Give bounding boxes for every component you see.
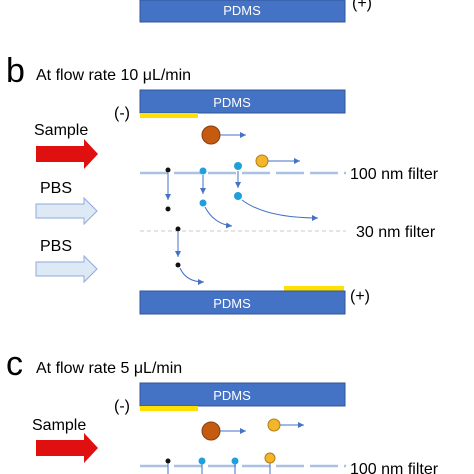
top-pdms-label: PDMS [223, 3, 261, 18]
panel-b-positive-label: (+) [350, 288, 370, 305]
panel-c: c At flow rate 5 μL/min PDMS (-) Sample … [6, 345, 439, 474]
panel-b-tiny-particle-2 [165, 206, 171, 212]
panel-b-medium-particle [255, 154, 269, 168]
panel-c-letter: c [6, 345, 23, 383]
panel-b-pbs-arrow-1 [35, 196, 98, 226]
panel-c-title: At flow rate 5 μL/min [36, 360, 182, 377]
panel-b-positive-electrode [284, 286, 344, 291]
panel-b-30nm-filter-label: 30 nm filter [356, 224, 436, 241]
panel-c-small-particle-2 [231, 457, 239, 465]
panel-b-top-pdms-label: PDMS [213, 95, 251, 110]
panel-b-bottom-pdms-label: PDMS [213, 296, 251, 311]
panel-b-tiny-particle-4 [175, 262, 181, 268]
panel-c-sample-label: Sample [32, 417, 86, 434]
top-positive-label: (+) [352, 0, 372, 12]
panel-c-large-particle [201, 421, 221, 441]
panel-c-top-pdms [139, 382, 346, 407]
panel-b-small-particle-1 [199, 167, 207, 175]
panel-b-tiny-particle-4-arrow [179, 267, 205, 285]
panel-b-small-particle-2-arrow [204, 206, 233, 229]
panel-b-small-particle-3 [234, 162, 242, 170]
panel-b-title: At flow rate 10 μL/min [36, 67, 191, 84]
panel-c-sample-arrow [36, 433, 98, 463]
panel-b-tiny-particle-1 [165, 167, 171, 173]
panel-b-small-particle-4 [234, 192, 242, 200]
panel-b-bottom-pdms [139, 290, 346, 315]
panel-b-sample-label: Sample [34, 122, 88, 139]
panel-c-100nm-filter-label: 100 nm filter [350, 461, 439, 474]
panel-b-letter: b [6, 52, 25, 90]
panel-b-small-particle-4-arrow [241, 199, 319, 221]
panel-b-sample-arrow [36, 139, 98, 169]
panel-b-top-pdms [139, 89, 346, 114]
panel-b-pbs-arrow-2 [35, 254, 98, 284]
panel-b-small-particle-2 [199, 199, 207, 207]
panel-c-small-particle-1 [198, 457, 206, 465]
panel-b-negative-electrode [140, 113, 198, 118]
panel-c-negative-electrode [140, 406, 198, 411]
panel-b-tiny-particle-3 [175, 226, 181, 232]
panel-c-negative-label: (-) [114, 398, 130, 415]
panel-c-tiny-particle [165, 458, 171, 464]
panel-b: b At flow rate 10 μL/min PDMS (-) Sample… [6, 52, 439, 315]
panel-c-medium-particle [267, 418, 281, 432]
top-pdms-block [139, 0, 346, 23]
panel-b-pbs-label-2: PBS [40, 238, 72, 255]
panel-b-100nm-filter-label: 100 nm filter [350, 166, 439, 183]
panel-b-negative-label: (-) [114, 105, 130, 122]
top-panel: PDMS (+) [139, 0, 372, 23]
panel-b-pbs-label-1: PBS [40, 180, 72, 197]
panel-c-top-pdms-label: PDMS [213, 388, 251, 403]
panel-b-large-particle [201, 125, 221, 145]
panel-c-medium-particle-2 [264, 452, 276, 464]
